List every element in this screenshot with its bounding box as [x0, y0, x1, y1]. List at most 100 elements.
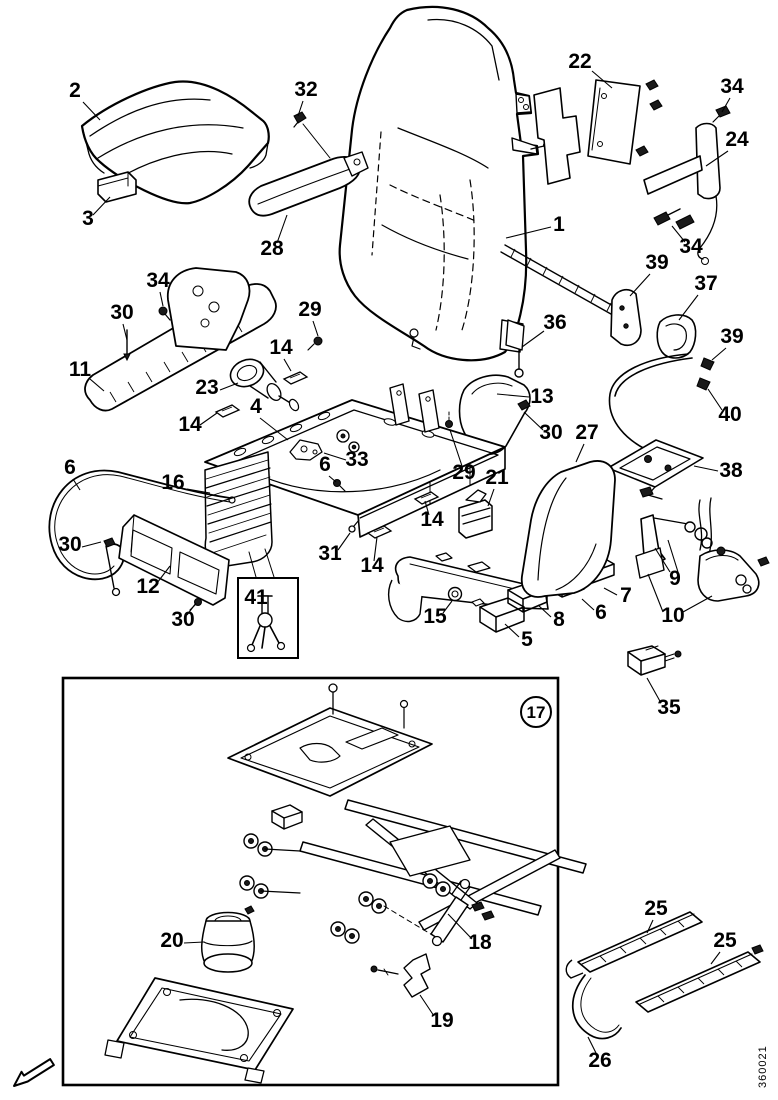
part-buckle-21 — [458, 489, 493, 539]
part-label-23: 23 — [195, 376, 218, 399]
leader-line-5 — [504, 623, 520, 638]
suspension-base-frame — [104, 977, 294, 1084]
part-label-38: 38 — [719, 459, 743, 482]
part-label-7: 7 — [620, 584, 632, 607]
leader-line-8 — [537, 604, 552, 618]
part-label-40: 40 — [718, 403, 741, 426]
leader-line-10 — [682, 595, 713, 613]
suspension-top-plate — [227, 683, 433, 797]
part-label-34: 34 — [679, 235, 703, 258]
part-label-21: 21 — [485, 466, 509, 489]
leader-line-14 — [283, 358, 292, 372]
part-bellows-16 — [204, 451, 273, 569]
leader-line-9 — [654, 547, 671, 573]
part-rails-25 — [565, 911, 764, 1013]
leader-line-10 — [647, 573, 664, 613]
part-label-8: 8 — [553, 608, 565, 631]
part-knob-23 — [229, 336, 323, 412]
leader-line-13 — [496, 393, 530, 398]
suspension-scissor — [239, 799, 587, 944]
leader-line-18 — [447, 913, 473, 940]
leader-line-29 — [449, 429, 463, 467]
part-label-11: 11 — [69, 358, 92, 381]
leader-line-30 — [186, 602, 197, 616]
leader-line-16 — [186, 488, 211, 494]
part-box-41 — [237, 548, 299, 659]
leader-line-30 — [81, 541, 102, 548]
leader-line-15 — [442, 600, 453, 614]
backrest-mount-rod — [500, 244, 623, 319]
pin-30-left — [123, 329, 131, 362]
part-label-3: 3 — [82, 207, 94, 230]
leader-line-25 — [710, 951, 721, 965]
leader-line-3 — [92, 196, 111, 216]
screw-34-left — [158, 306, 171, 321]
leader-line-31 — [337, 532, 351, 551]
part-bolt-36 — [505, 319, 525, 378]
leader-line-34 — [721, 97, 731, 113]
part-shock-18 — [383, 878, 495, 947]
part-frame-4 — [204, 383, 506, 538]
direction-arrow — [13, 1058, 55, 1087]
inset-box: 17 — [61, 676, 587, 1087]
part-recliner-39-37 — [608, 288, 715, 455]
part-label-30: 30 — [539, 421, 562, 444]
part-slide-rail — [387, 552, 549, 623]
leader-line-6 — [72, 478, 81, 491]
leader-line-30 — [523, 411, 544, 431]
part-label-14: 14 — [269, 336, 293, 359]
part-label-39: 39 — [645, 251, 668, 274]
leader-line-11 — [89, 378, 105, 392]
drawing-number: 360021 — [757, 1045, 769, 1088]
leader-line-6 — [581, 598, 595, 611]
screw-29-left — [307, 336, 323, 351]
part-label-29: 29 — [452, 461, 475, 484]
part-label-33: 33 — [345, 448, 368, 471]
leader-line-38 — [693, 465, 719, 472]
part-label-6: 6 — [64, 456, 76, 479]
part-label-20: 20 — [160, 929, 183, 952]
screw-29-right — [445, 411, 453, 428]
leader-line-21 — [487, 488, 495, 507]
leader-line-23 — [219, 382, 239, 391]
part-label-9: 9 — [669, 567, 681, 590]
pin-31 — [348, 519, 360, 533]
part-lever-9 — [635, 486, 713, 579]
part-label-19: 19 — [430, 1009, 453, 1032]
leader-line-28 — [276, 214, 288, 244]
part-cable-6 — [48, 469, 236, 597]
part-label-27: 27 — [575, 421, 598, 444]
part-label-41: 41 — [244, 586, 268, 609]
part-label-25: 25 — [644, 897, 668, 920]
part-panel-27 — [520, 460, 616, 598]
leader-line-33 — [323, 452, 347, 461]
part-label-13: 13 — [530, 385, 553, 408]
leader-line-9 — [667, 539, 679, 573]
part-label-16: 16 — [161, 471, 184, 494]
part-switch-35 — [627, 645, 682, 676]
part-bracket-19 — [370, 953, 431, 998]
leader-line-39 — [629, 273, 651, 297]
leader-line-32 — [297, 100, 304, 117]
part-cushion — [80, 80, 270, 205]
leader-line-34 — [159, 291, 164, 307]
part-label-28: 28 — [260, 237, 284, 260]
leader-line-6 — [328, 475, 337, 483]
part-label-18: 18 — [468, 931, 492, 954]
part-label-14: 14 — [178, 413, 202, 436]
part-label-30: 30 — [171, 608, 194, 631]
part-bracket-22 — [533, 79, 663, 185]
part-strap-26 — [571, 974, 622, 1040]
leader-line-20 — [183, 941, 205, 944]
part-armrest — [248, 111, 369, 217]
part-label-14: 14 — [420, 508, 444, 531]
leader-line-12 — [156, 565, 171, 584]
part-label-30: 30 — [58, 533, 81, 556]
part-airspring-20 — [201, 905, 255, 973]
leader-line-25 — [646, 919, 654, 934]
leader-line-40 — [707, 388, 723, 411]
leader-line-24 — [705, 150, 729, 167]
leader-line-22 — [591, 70, 613, 89]
